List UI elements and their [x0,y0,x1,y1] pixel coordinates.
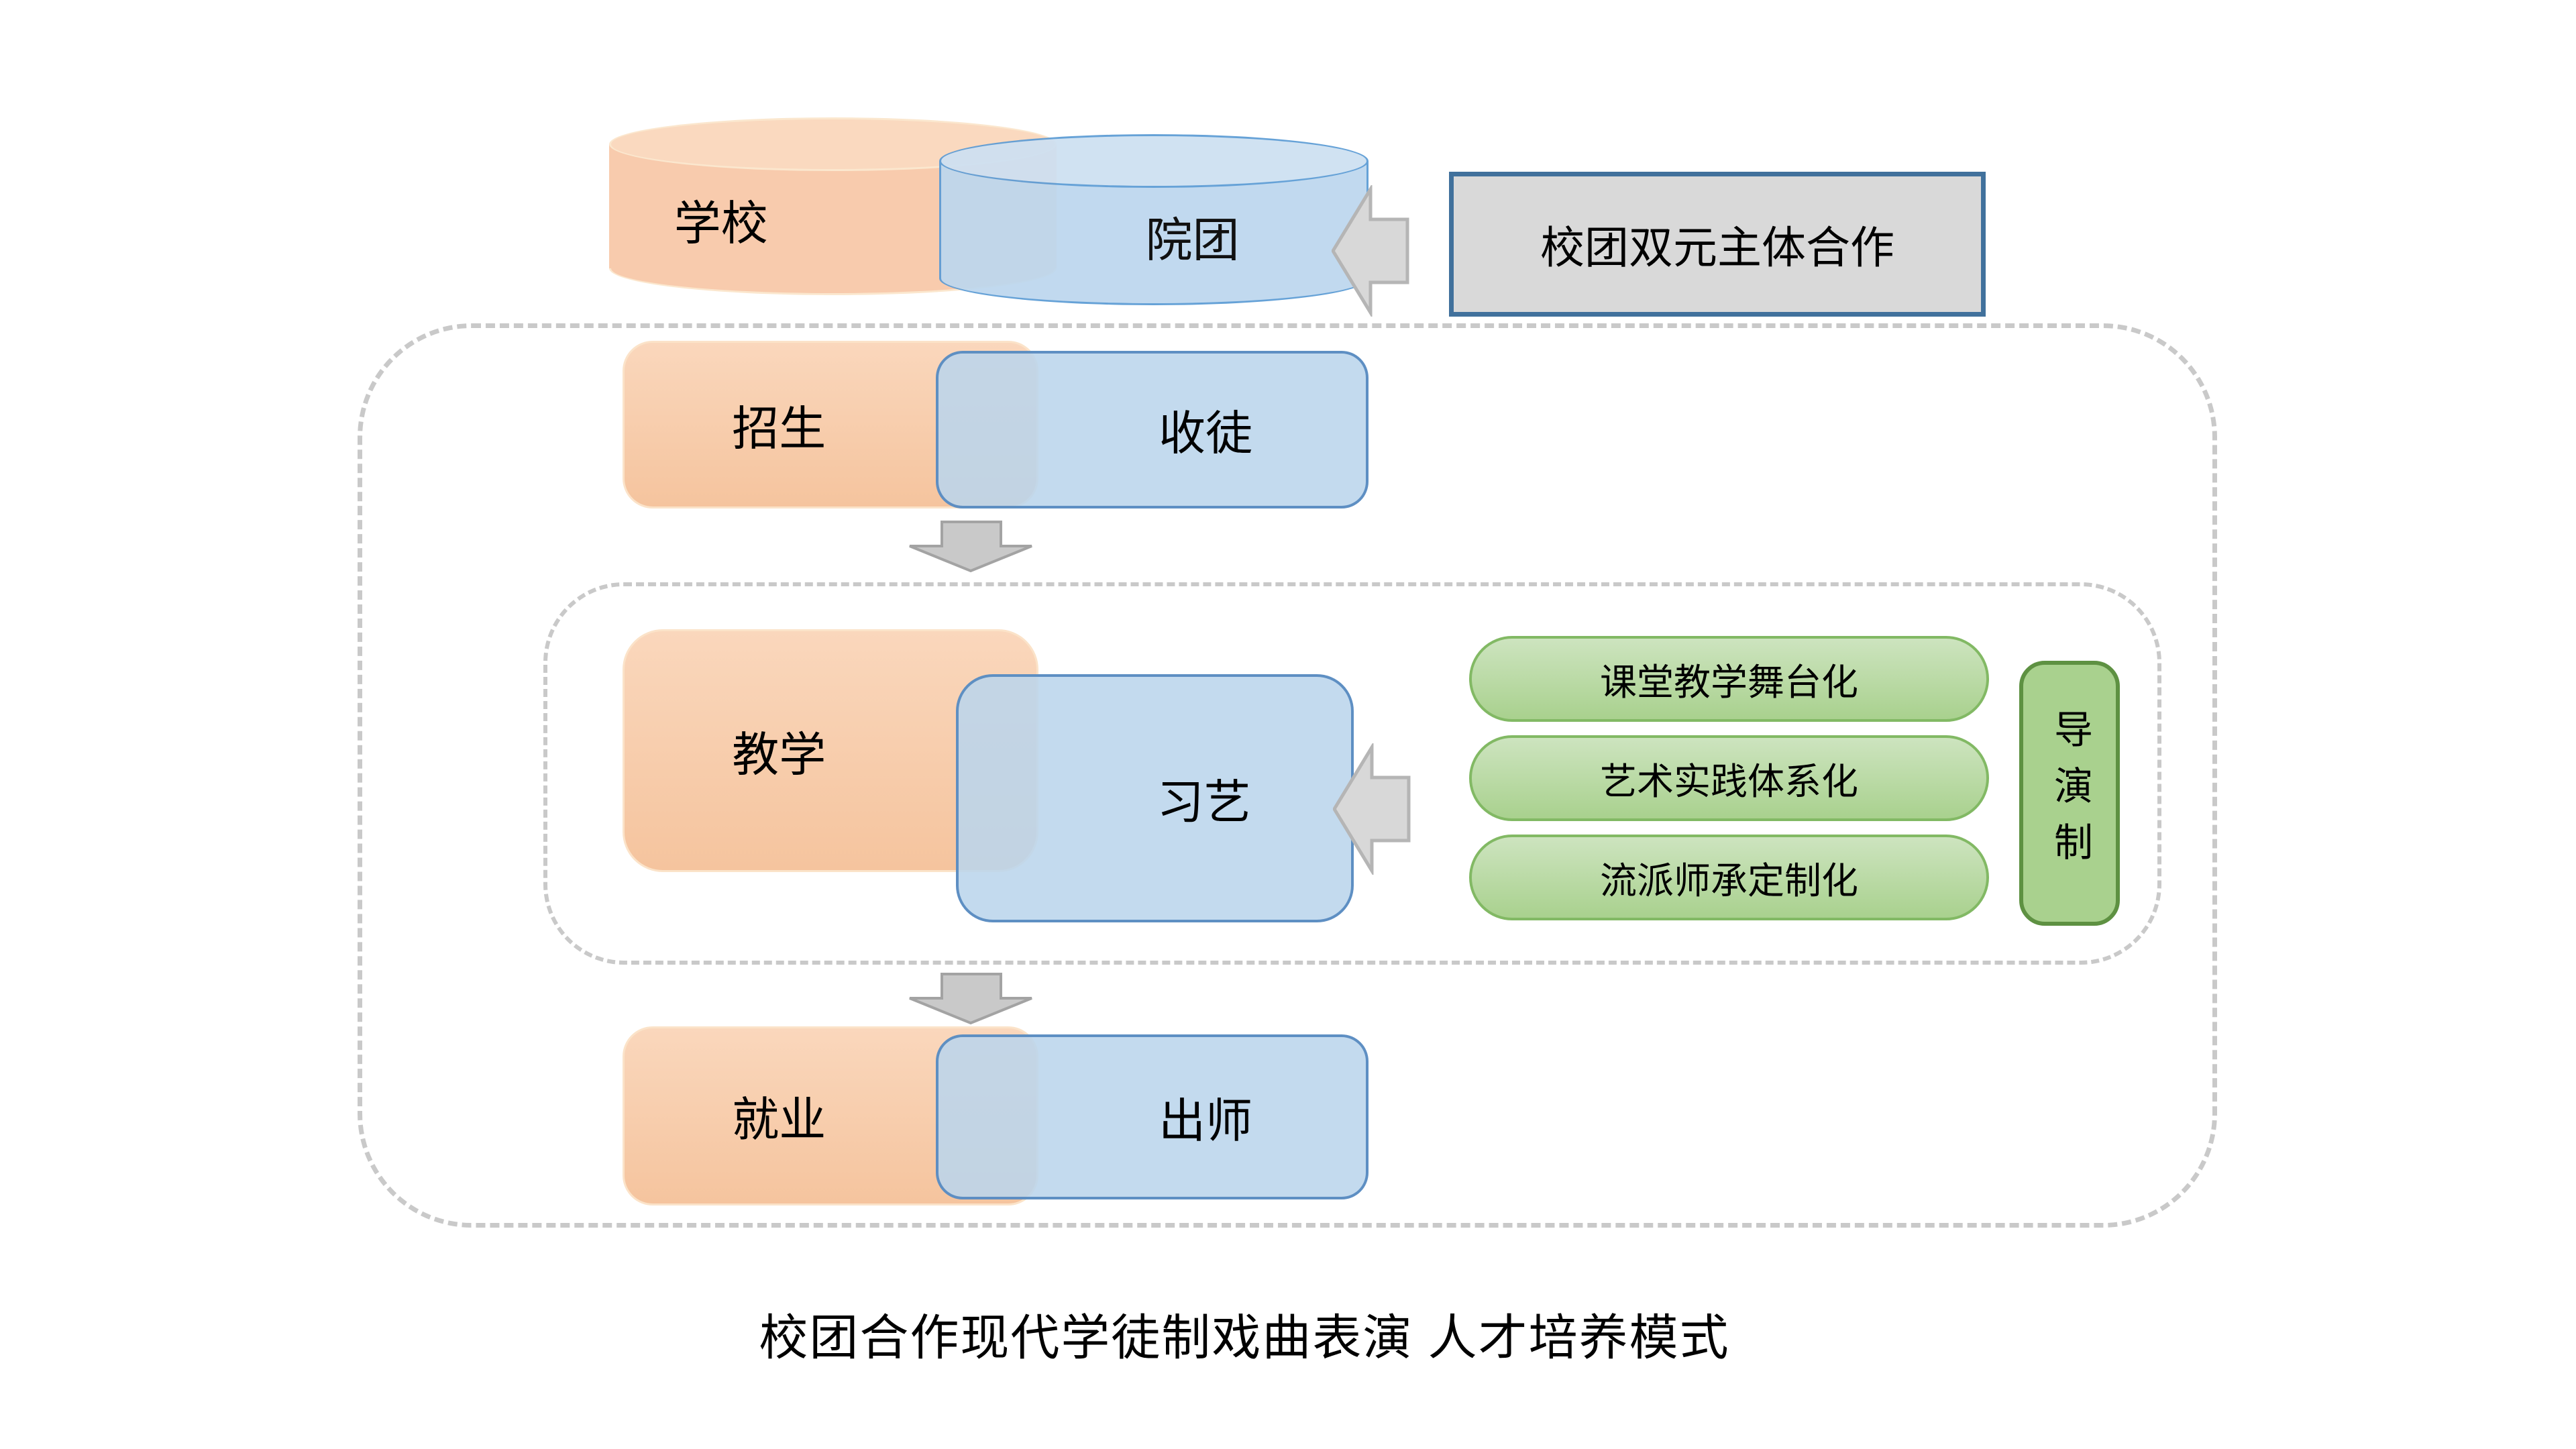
director-system-label: 导演制 [2048,708,2092,878]
stage-teach-school-label: 教学 [732,728,826,781]
teaching-method-pill-2: 艺术实践体系化 [1469,735,1989,821]
director-system-box: 导演制 [2019,661,2120,926]
teaching-method-pill-1: 课堂教学舞台化 [1469,636,1989,722]
stage-employ-troupe-label: 出师 [1159,1094,1253,1147]
diagram-caption: 校团合作现代学徒制戏曲表演 人才培养模式 [759,1311,1730,1365]
stage-teach-troupe-label: 习艺 [1157,775,1251,828]
methods-arrow-left-icon [1333,743,1411,875]
teaching-method-label-2: 艺术实践体系化 [1599,761,1858,802]
stage-recruit-troupe-label: 收徒 [1159,407,1253,460]
troupe-cylinder: 院团 [939,134,1368,305]
teaching-dashed-frame [543,582,2161,965]
troupe-cylinder-top-ellipse [939,134,1368,188]
outer-process-dashed-frame [358,323,2217,1228]
stage-teach-troupe-box: 习艺 [956,674,1354,922]
flow-arrow-down-icon-2 [909,973,1032,1025]
troupe-cylinder-label: 院团 [1145,214,1240,266]
cooperation-label: 校团双元主体合作 [1540,223,1894,272]
cooperation-arrow-left-icon [1332,185,1409,317]
teaching-method-pill-3: 流派师承定制化 [1469,835,1989,920]
cooperation-box: 校团双元主体合作 [1449,172,1986,317]
stage-recruit-school-label: 招生 [732,402,826,455]
school-cylinder-label: 学校 [674,197,768,250]
stage-employ-school-label: 就业 [732,1093,826,1146]
flow-arrow-down-icon-1 [909,521,1032,573]
stage-employ-troupe-box: 出师 [936,1034,1368,1199]
teaching-method-label-3: 流派师承定制化 [1599,860,1858,902]
stage-recruit-troupe-box: 收徒 [936,351,1368,508]
teaching-method-label-1: 课堂教学舞台化 [1599,661,1858,703]
